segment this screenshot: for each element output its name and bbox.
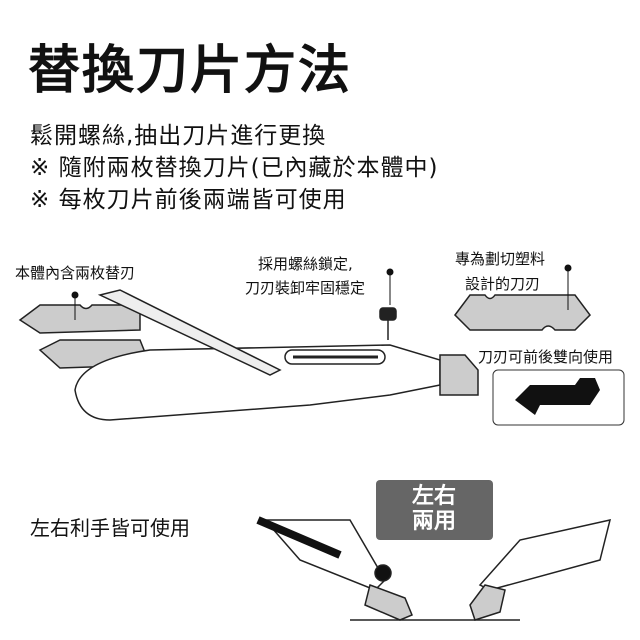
blade-icon xyxy=(439,354,479,396)
callout-screw-1: 採用螺絲鎖定, xyxy=(258,255,353,273)
callout-screw-2: 刀刃裝卸牢固穩定 xyxy=(245,279,366,297)
spare-blade-icon xyxy=(18,304,141,334)
ambidextrous-badge: 左右 兩用 xyxy=(376,480,493,540)
reversible-blade-icon xyxy=(515,378,600,415)
instruction-2: ※ 隨附兩枚替換刀片(已內藏於本體中) xyxy=(30,155,439,181)
instruction-1: 鬆開螺絲,抽出刀片進行更換 xyxy=(30,123,327,149)
ambidextrous-label: 左右利手皆可使用 xyxy=(30,516,190,540)
callout-plastic-1: 專為劃切塑料 xyxy=(455,250,546,268)
callout-spare-blades: 本體內含兩枚替刃 xyxy=(15,264,136,282)
badge-line-2: 兩用 xyxy=(412,509,457,534)
callout-plastic-2: 設計的刀刃 xyxy=(465,275,541,293)
screw-icon xyxy=(379,307,397,321)
callout-reversible: 刀刃可前後雙向使用 xyxy=(478,348,614,366)
instruction-3: ※ 每枚刀片前後兩端皆可使用 xyxy=(30,187,347,213)
page-title: 替換刀片方法 xyxy=(28,41,353,101)
plastic-blade-icon xyxy=(454,294,591,331)
badge-line-1: 左右 xyxy=(412,484,457,509)
